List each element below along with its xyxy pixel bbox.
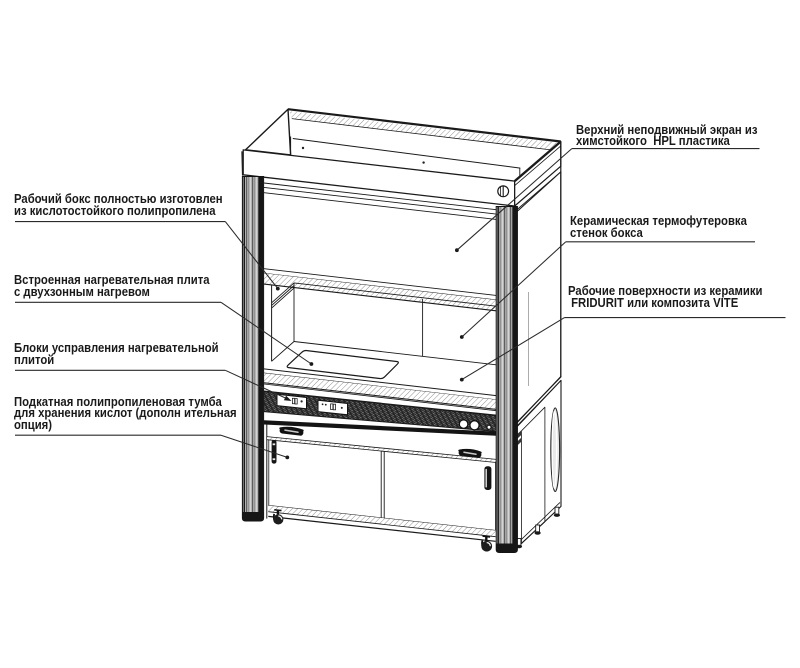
- screen-bottom-line-1: [263, 268, 497, 296]
- collar-right-side-top-edge: [513, 140, 562, 183]
- label-leader-dot-ceramic: [459, 335, 464, 339]
- heating-plate: [286, 349, 399, 380]
- collar-left-edge: [241, 151, 244, 176]
- label-leader-heater: [220, 301, 312, 365]
- right-door-top-handle: [458, 448, 482, 458]
- rim-screw-dot-1: [301, 146, 305, 150]
- label-leader-worktop: [461, 317, 565, 381]
- chamber-left-wall-bottom-edge: [271, 341, 295, 362]
- side-cabinet-door-outline: [521, 406, 546, 544]
- collar-right-side-top-inner-line: [514, 145, 562, 186]
- side-panel-upper: [516, 171, 562, 424]
- plinth-band: [268, 505, 496, 537]
- side-cabinet-groove-inner: [551, 410, 558, 489]
- label-line: Блоки усправления нагревательной: [14, 341, 219, 355]
- label-leader-arrow-controls: [283, 395, 292, 401]
- hood-top-rim-face: [289, 111, 561, 151]
- control-knob-1: [458, 419, 469, 430]
- left-door-top-handle: [279, 426, 304, 436]
- worktop-lip-bottom-line-1: [263, 382, 497, 410]
- right-post: [495, 206, 518, 553]
- label-leader-dot-top-screen: [455, 248, 459, 253]
- label-line: Керамическая термофутеровка: [570, 214, 747, 228]
- door-top-band: [267, 436, 497, 463]
- left-door-bar-handle: [271, 440, 277, 464]
- collar-front-face: [242, 149, 516, 207]
- cabinet-bottom-edge: [268, 515, 496, 542]
- screen-top-line-1: [263, 186, 497, 215]
- label-line: химстойкого HPL пластика: [576, 134, 730, 148]
- label-line: Подкатная полипропиленовая тумба: [14, 394, 222, 409]
- bench-shadow-band: [264, 420, 497, 436]
- label-line: Рабочие поверхности из керамики: [568, 284, 763, 298]
- control-strip-bottom-line: [263, 411, 497, 432]
- chamber-left-wall-top-edge-1: [271, 282, 295, 303]
- side-cabinet-bottom-inner-line: [516, 502, 561, 544]
- left-post: [241, 176, 265, 522]
- label-line: Встроенная нагревательная плита: [14, 273, 210, 287]
- chamber-back-wall-top-edge: [293, 282, 497, 307]
- caster-front-right: [481, 535, 493, 552]
- worktop-lip-band: [264, 373, 497, 410]
- door-bottom-edge: [268, 504, 496, 532]
- label-leader-controls: [225, 369, 287, 399]
- worktop-lip-bottom-line-2: [263, 383, 497, 412]
- screen-bottom-line-3: [263, 283, 497, 312]
- label-worktop: Рабочие поверхности из керамики FRIDURIT…: [568, 284, 763, 310]
- label-annotations: [15, 148, 786, 460]
- label-leader-dot-worktop: [459, 377, 464, 382]
- label-line: из кислотостойкого полипропилена: [14, 203, 216, 218]
- label-leader-ceramic: [461, 241, 567, 338]
- rim-screw-dot-2: [422, 161, 425, 164]
- bench-side-top-edge-1: [516, 376, 562, 424]
- control-knob-2: [469, 420, 480, 431]
- label-line: Верхний неподвижный экран из: [576, 122, 758, 137]
- label-line: плитой: [14, 352, 55, 367]
- side-cabinet-foot-back: [553, 506, 561, 517]
- chamber-back-wall-bottom-edge: [293, 341, 497, 366]
- control-module-2: [317, 399, 348, 416]
- screen-top-line-2: [263, 192, 497, 220]
- plinth-line: [268, 511, 496, 538]
- label-line: опция): [14, 417, 53, 432]
- door-top-band-top: [266, 436, 497, 460]
- collar-bottom-lip-line: [263, 182, 497, 211]
- hood-back-top-edge: [287, 108, 561, 143]
- side-connector-2: [517, 438, 521, 446]
- label-line: стенок бокса: [570, 225, 643, 240]
- control-strip-top-edge: [263, 390, 497, 417]
- label-leader-dot-workbox: [275, 286, 280, 291]
- label-leader-workbox: [224, 221, 279, 289]
- label-line: Рабочий бокс полностью изготовлен: [14, 192, 223, 206]
- worktop-front-edge: [263, 368, 497, 397]
- hood-top-rim-inner-back-line: [292, 138, 521, 169]
- side-connector-1: [517, 430, 521, 439]
- chamber-left-wall-top-edge-2: [271, 285, 295, 306]
- label-leader-dot-tumba: [285, 455, 290, 460]
- control-indicator: [486, 424, 492, 430]
- back-screen-left-side-panel: [244, 108, 292, 156]
- screen-bottom-edge-band: [264, 273, 497, 311]
- side-cabinet-foot-middle: [534, 524, 541, 535]
- drawing-layer: [241, 108, 562, 553]
- label-leader-dot-heater: [309, 362, 314, 366]
- label-line: FRIDURIT или композита VITE: [568, 295, 739, 310]
- label-line: для хранения кислот (дополн ительная: [14, 406, 237, 420]
- chamber-left-wall-top-edge-3: [271, 287, 295, 309]
- label-leader-top-screen: [456, 148, 573, 251]
- hood-top-rim-band-bottom: [291, 118, 558, 151]
- label-leader-tumba: [220, 434, 288, 458]
- right-door-bar-handle: [484, 466, 492, 490]
- label-line: с двухзонным нагревом: [14, 284, 150, 299]
- caster-front-left: [272, 509, 284, 525]
